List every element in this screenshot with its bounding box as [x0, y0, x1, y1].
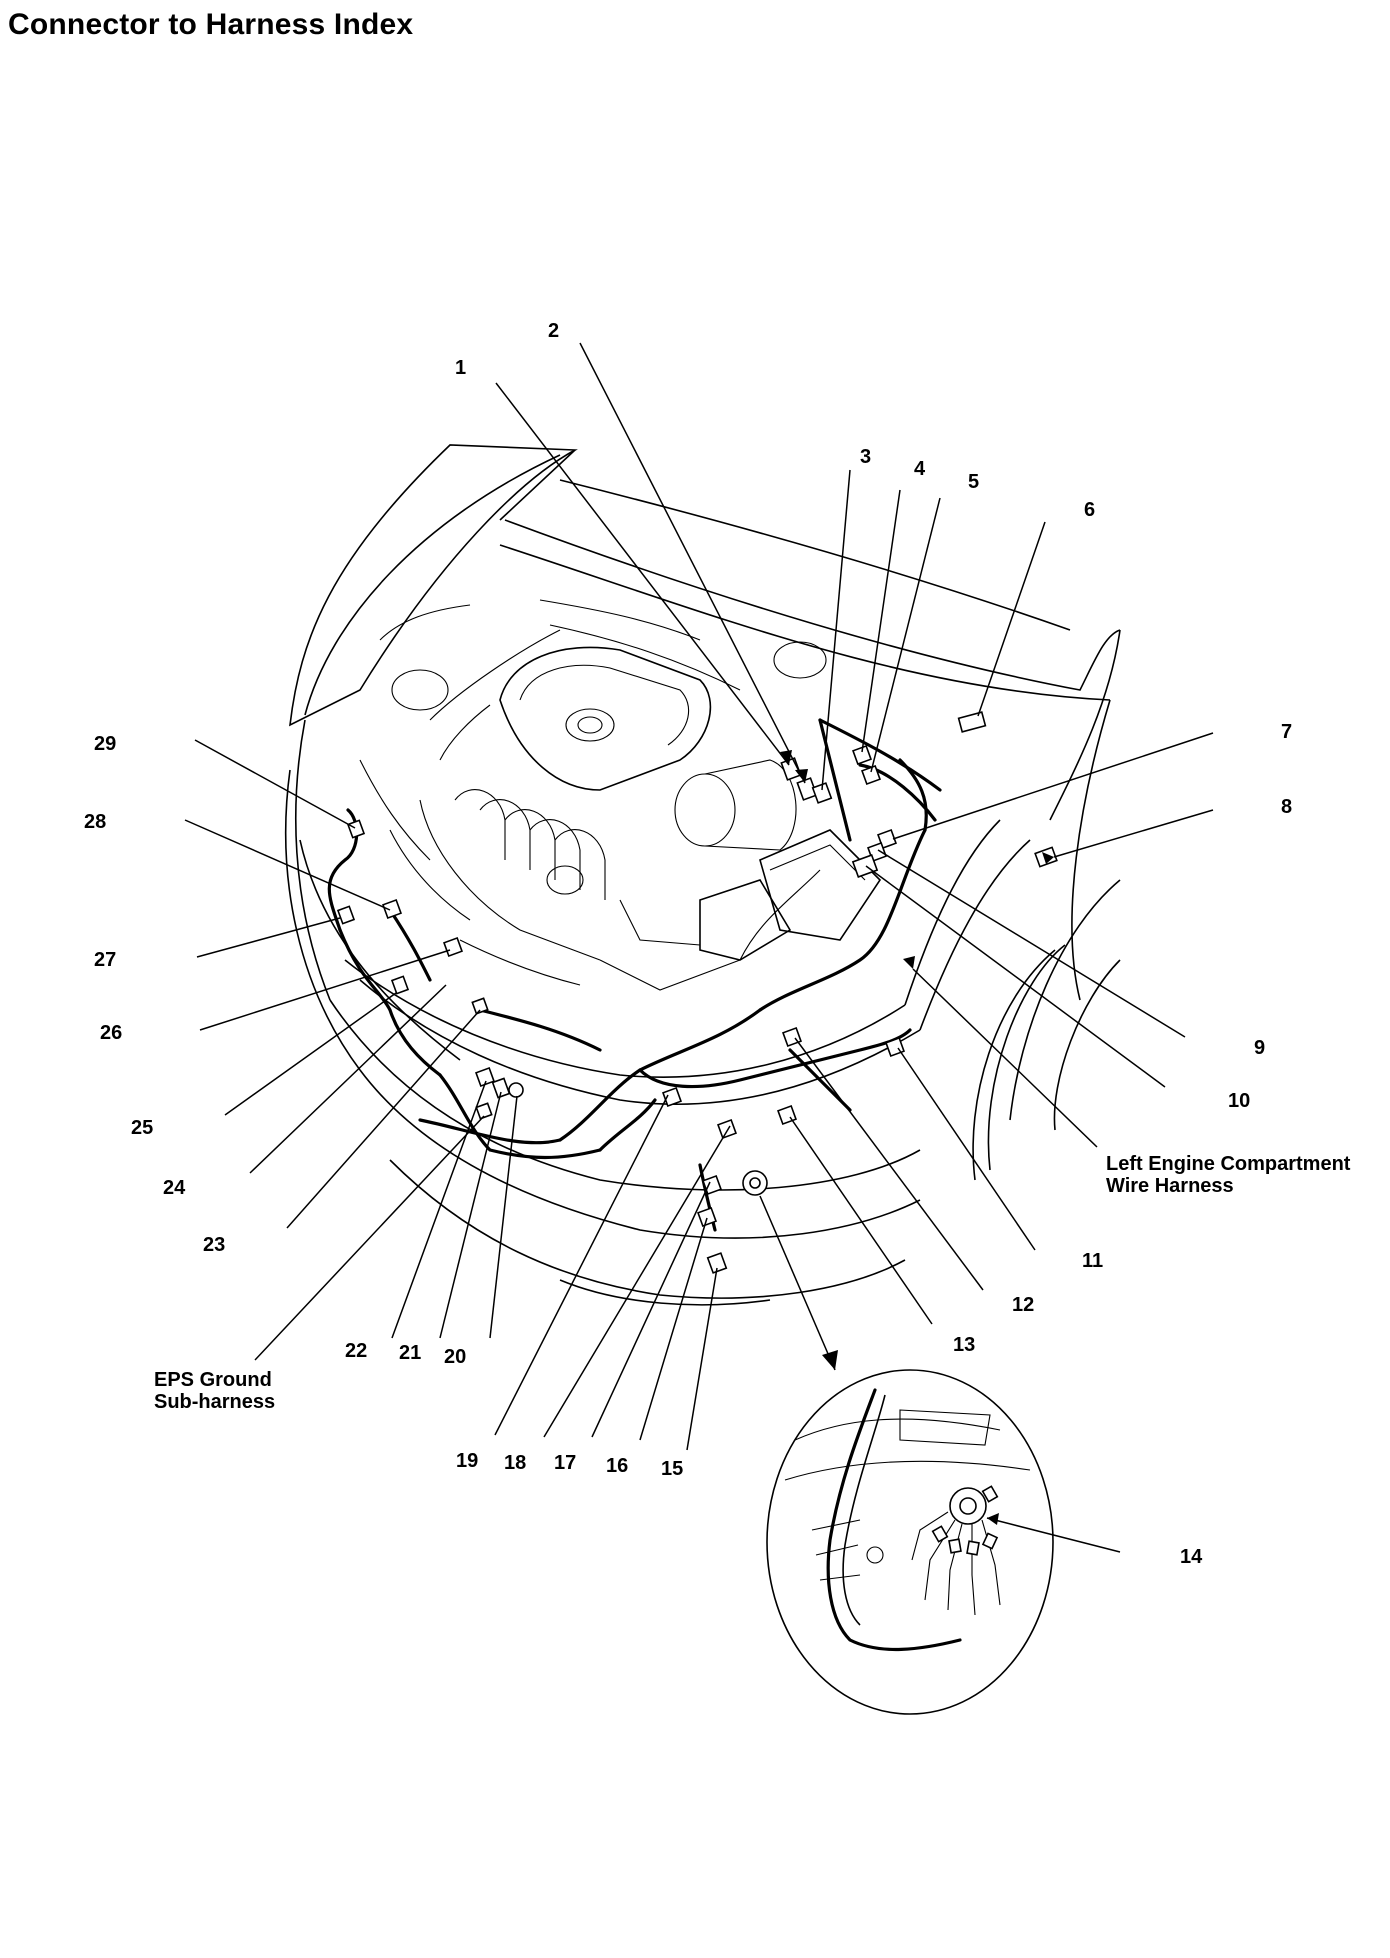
callout-15: 15 — [661, 1458, 683, 1480]
connectors — [336, 711, 1058, 1274]
callout-26: 26 — [100, 1022, 122, 1044]
callout-6: 6 — [1084, 499, 1095, 521]
page-title: Connector to Harness Index — [8, 8, 414, 41]
callout-24: 24 — [163, 1177, 186, 1199]
connector-19 — [662, 1087, 682, 1107]
ground-detail-inset — [766, 1369, 1054, 1715]
callout-21: 21 — [399, 1342, 421, 1364]
callout-2: 2 — [548, 320, 559, 342]
left-engine-harness-label-line1: Left Engine Compartment — [1106, 1153, 1351, 1175]
connector-20-ground — [508, 1082, 524, 1098]
connector-22 — [475, 1067, 495, 1087]
left-engine-compartment-harness-wire — [327, 718, 942, 1232]
connector-5 — [861, 765, 881, 785]
callout-4: 4 — [914, 458, 926, 480]
connector-6 — [957, 711, 987, 733]
connector-18 — [717, 1119, 737, 1139]
callout-5: 5 — [968, 471, 979, 493]
callout-22: 22 — [345, 1340, 367, 1362]
callout-17: 17 — [554, 1452, 576, 1474]
connector-12 — [782, 1027, 802, 1047]
connector-28 — [382, 899, 402, 919]
callout-10: 10 — [1228, 1090, 1250, 1112]
engine-assembly — [359, 599, 882, 991]
callout-19: 19 — [456, 1450, 478, 1472]
connector-10 — [851, 854, 879, 878]
harness-labels: Left Engine Compartment Wire Harness EPS… — [154, 1153, 1351, 1413]
connector-23 — [475, 1102, 493, 1120]
callout-13: 13 — [953, 1334, 975, 1356]
connector-16 — [697, 1207, 717, 1227]
callout-18: 18 — [504, 1452, 526, 1474]
eps-ground-label-line1: EPS Ground — [154, 1369, 272, 1391]
callout-9: 9 — [1254, 1037, 1265, 1059]
callout-7: 7 — [1281, 721, 1292, 743]
callout-28: 28 — [84, 811, 106, 833]
connector-24 — [471, 997, 489, 1015]
callout-3: 3 — [860, 446, 871, 468]
callout-numbers: 1 2 3 4 5 6 7 8 9 10 11 12 13 14 15 16 1… — [84, 320, 1292, 1568]
connector-21 — [491, 1077, 511, 1099]
leader-lines — [184, 342, 1214, 1553]
callout-12: 12 — [1012, 1294, 1034, 1316]
callout-29: 29 — [94, 733, 116, 755]
connector-26 — [443, 937, 463, 957]
callout-23: 23 — [203, 1234, 225, 1256]
connector-14-ground-inner — [749, 1177, 761, 1189]
connector-3 — [811, 782, 833, 804]
connector-4 — [852, 745, 872, 765]
connector-17 — [702, 1175, 722, 1195]
connector-15 — [706, 1252, 728, 1274]
callout-14: 14 — [1180, 1546, 1203, 1568]
connector-7 — [877, 829, 897, 849]
callout-16: 16 — [606, 1455, 628, 1477]
connector-29 — [346, 819, 366, 839]
connector-25 — [390, 975, 410, 995]
left-engine-harness-label-line2: Wire Harness — [1106, 1175, 1234, 1197]
callout-11: 11 — [1082, 1250, 1103, 1272]
callout-1: 1 — [455, 357, 466, 379]
eps-ground-label-line2: Sub-harness — [154, 1391, 275, 1413]
callout-8: 8 — [1281, 796, 1292, 818]
callout-27: 27 — [94, 949, 116, 971]
callout-20: 20 — [444, 1346, 466, 1368]
connector-27 — [336, 905, 356, 925]
callout-25: 25 — [131, 1117, 153, 1139]
vehicle-body-outline — [285, 444, 1121, 1306]
inset-arrow-head — [822, 1350, 838, 1370]
